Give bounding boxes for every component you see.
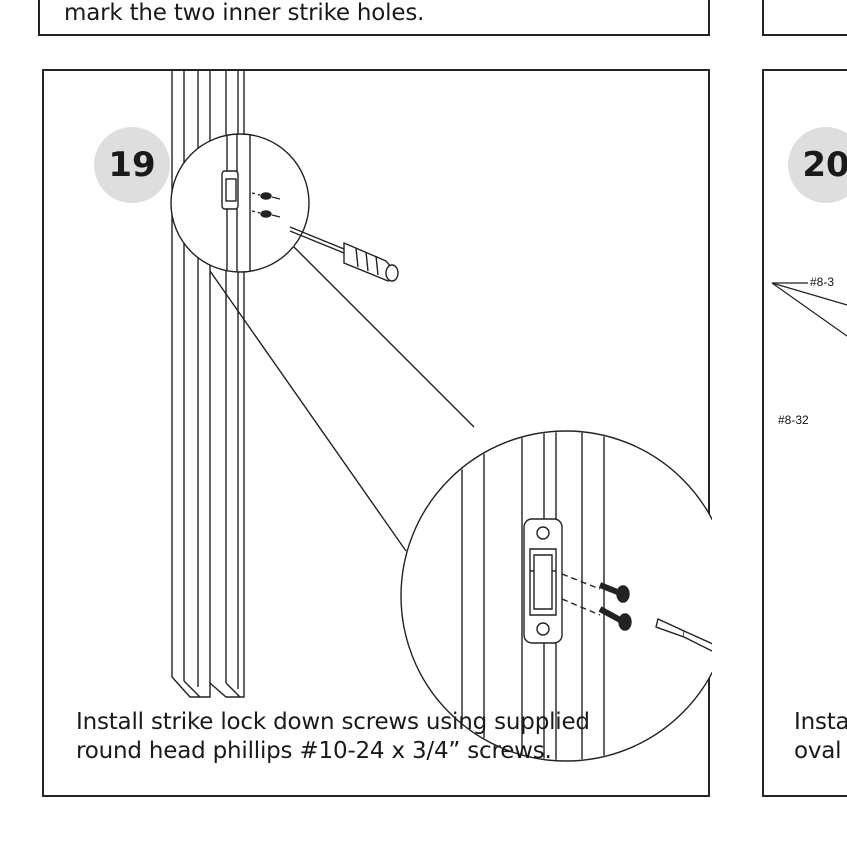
step-20-illustration [771,282,847,337]
step-18b-panel [762,0,847,36]
screwdriver-icon [289,226,399,282]
strike-plate-icon [523,518,563,644]
step-20-caption-line2: oval [794,738,842,764]
step-20-caption-line1: Insta [794,709,847,735]
step-20-panel: 20 #8-3 #8-32 Insta oval [762,69,847,797]
step-18-panel: mark the two inner strike holes. [38,0,710,36]
screw-icon [598,606,632,631]
step-19-caption-line1: Install strike lock down screws using su… [76,709,590,735]
step-19-caption-line2: round head phillips #10-24 x 3/4” screws… [76,738,552,764]
step-19-panel: 19 [42,69,712,797]
step-number-badge: 19 [94,127,170,203]
callout-screw-size: #8-3 [810,275,835,289]
callout-screw-size: #8-32 [778,413,809,427]
step-number-badge: 20 [788,127,847,203]
screw-icon [598,582,630,603]
step-18-caption: mark the two inner strike holes. [64,0,425,26]
step-19-illustration [170,71,712,762]
